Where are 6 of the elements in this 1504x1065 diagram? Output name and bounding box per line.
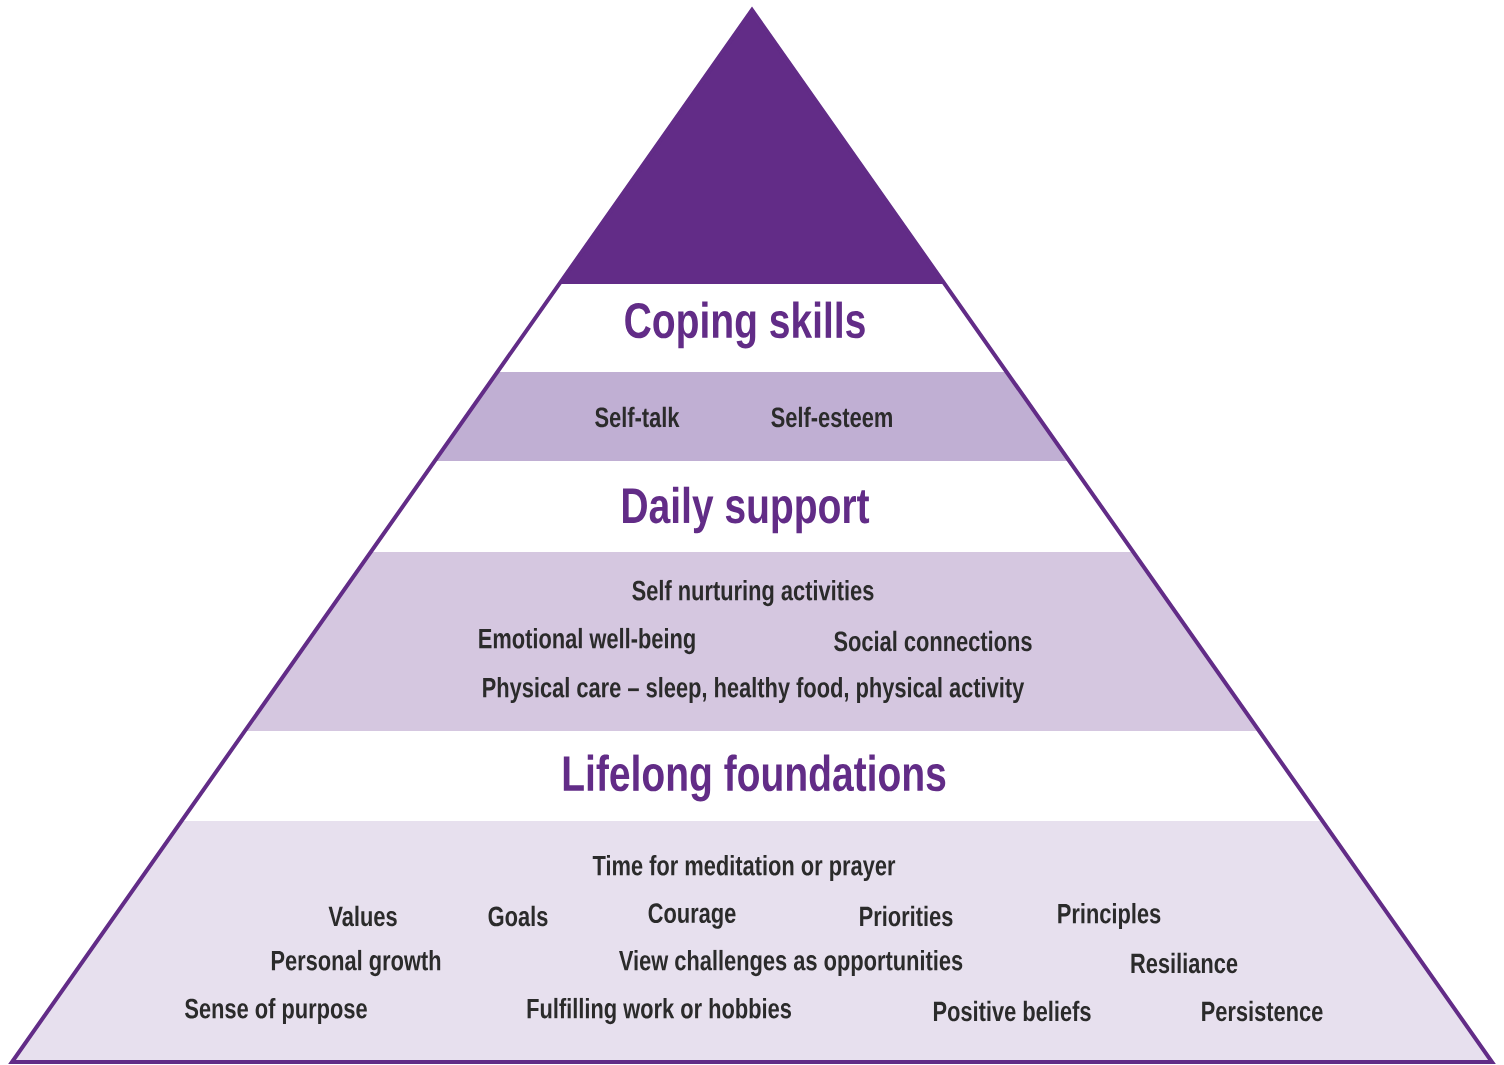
level-heading: Coping skills <box>625 301 865 349</box>
level-heading: Daily support <box>623 486 870 534</box>
pyramid-band: Self-talk Self-esteem <box>434 372 1070 461</box>
pyramid-band: Time for meditation or prayer Values Goals Courage Priorities Principles Personal growth View challenges as opportunities Resiliance Sense of purpose Fulfilling work or hobbies Positive beliefs Persistence <box>12 821 1492 1062</box>
pyramid-band: Self nurturing activities Emotional well-being Social connections Physical care – sleep, healthy food, physical activity <box>244 552 1260 731</box>
level-heading: Lifelong foundations <box>563 754 946 802</box>
